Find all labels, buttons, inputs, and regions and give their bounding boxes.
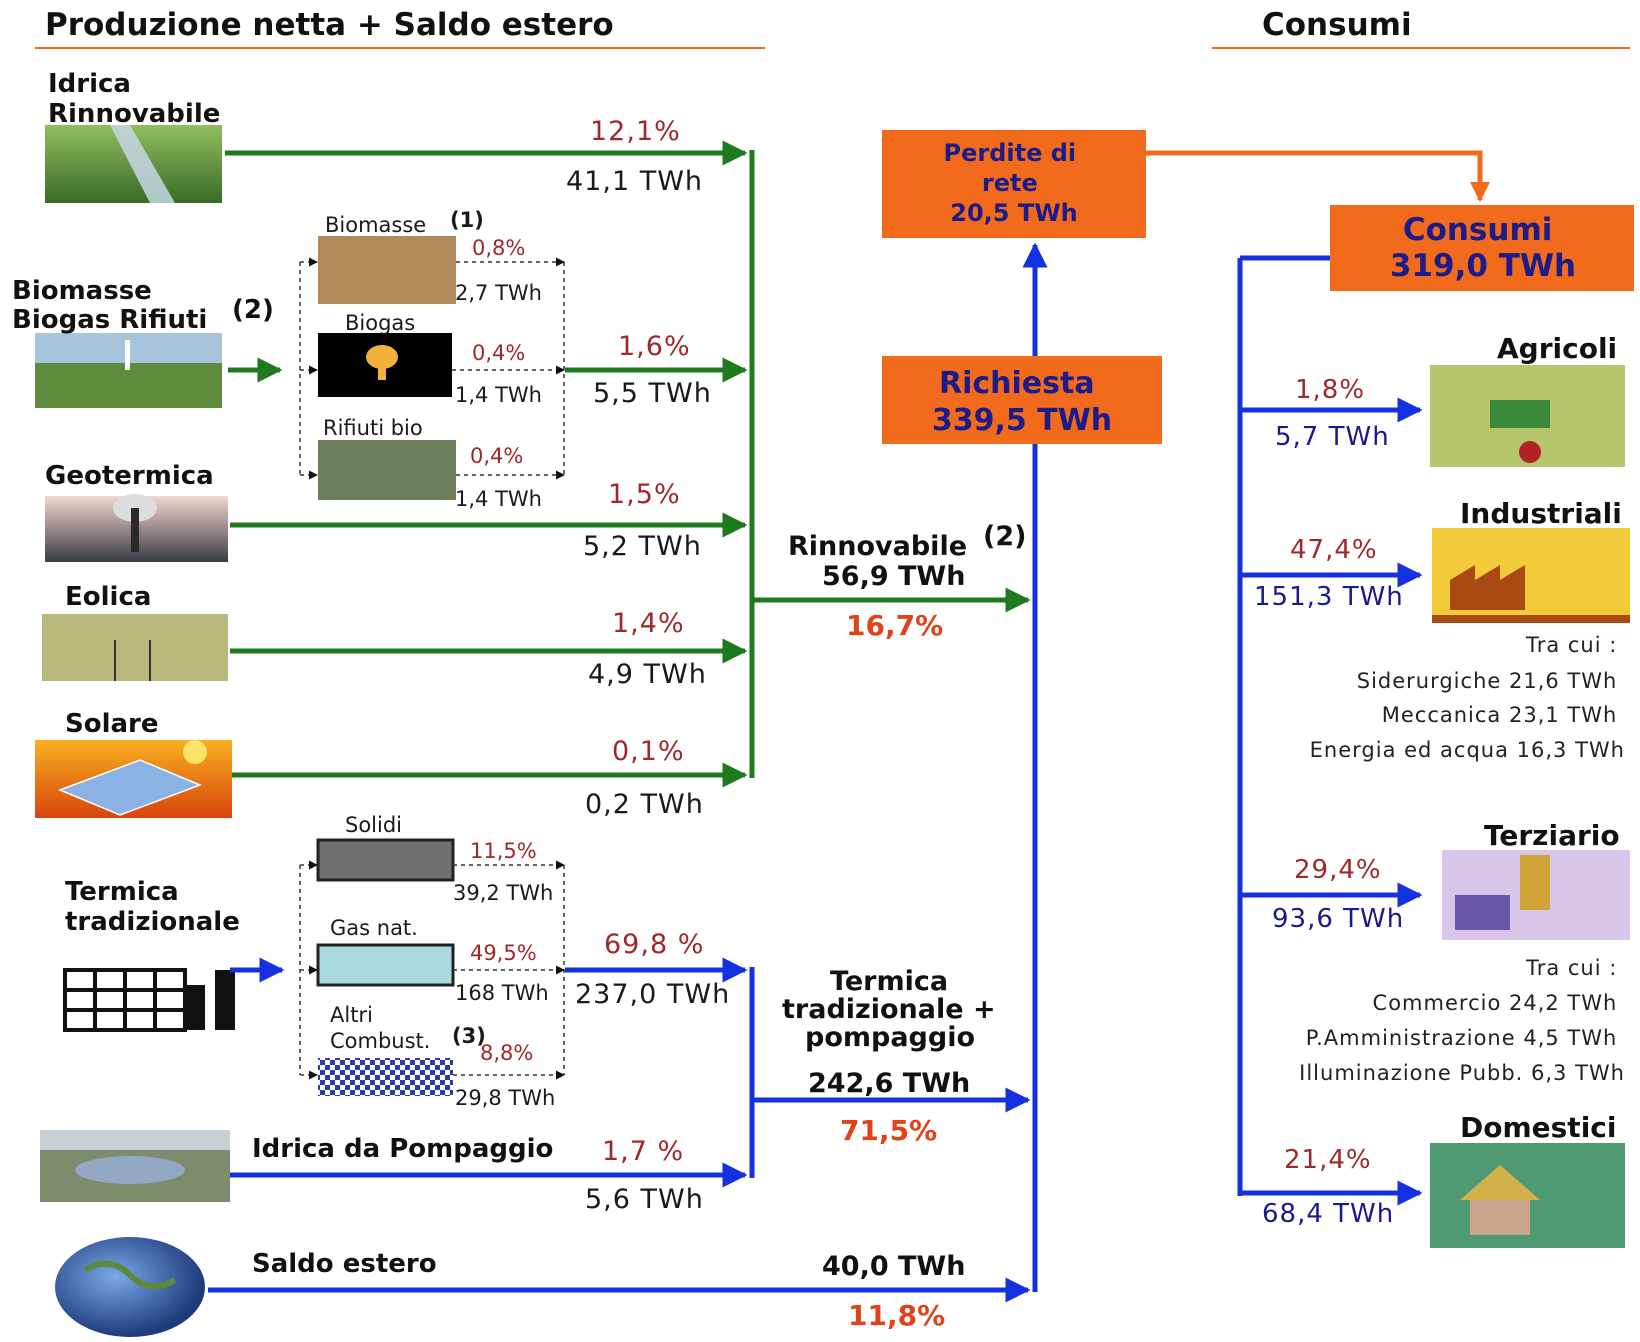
consumer-terziario-pct: 29,4% [1294, 855, 1382, 885]
thermal-sub-label-2: Altri Combust. [330, 1003, 430, 1053]
label-wind: Eolica [65, 582, 151, 612]
consumption-box-text: Consumi 319,0 TWh [1390, 212, 1576, 284]
agriculture-image [1430, 365, 1625, 467]
bio-sub-note-0: (1) [450, 208, 484, 232]
thermal-total-pct: 71,5% [840, 1114, 937, 1147]
biomass-pct: 1,6% [618, 331, 691, 362]
wind-pct: 1,4% [612, 608, 685, 639]
biomass-twh: 5,5 TWh [593, 378, 712, 409]
hydro-image [45, 125, 222, 203]
consumption-box: Consumi 319,0 TWh [1330, 205, 1634, 291]
bio-sub-pct-2: 0,4% [470, 444, 523, 468]
foreign-total-twh: 40,0 TWh [822, 1251, 965, 1282]
foreign-total-pct: 11,8% [848, 1299, 945, 1332]
natural-gas-box [316, 943, 455, 987]
bio-sub-twh-2: 1,4 TWh [455, 487, 542, 511]
bio-sub-pct-1: 0,4% [472, 341, 525, 365]
bio-sub-label-1: Biogas [345, 311, 415, 335]
hydro-twh: 41,1 TWh [566, 166, 703, 197]
renewable-total-pct: 16,7% [846, 609, 943, 642]
renewable-total-label: Rinnovabile [788, 531, 967, 562]
other-fuels-box [318, 1058, 453, 1096]
thermal-sub-twh-1: 168 TWh [455, 981, 549, 1005]
demand-box-text: Richiesta 339,5 TWh [932, 366, 1112, 438]
thermal-sub-label-0: Solidi [345, 813, 402, 837]
consumer-terziario-twh: 93,6 TWh [1272, 904, 1404, 934]
thermal-sub-pct-1: 49,5% [470, 941, 537, 965]
consumer-industriali-details: Tra cui : Siderurgiche 21,6 TWh Meccanic… [1310, 633, 1625, 762]
thermal-total-twh: 242,6 TWh [808, 1068, 970, 1099]
consumer-industriali-twh: 151,3 TWh [1254, 582, 1404, 612]
sub-arrows [300, 257, 565, 1080]
consumer-domestici-twh: 68,4 TWh [1262, 1199, 1394, 1229]
bio-sub-twh-0: 2,7 TWh [455, 281, 542, 305]
solar-pct: 0,1% [612, 736, 685, 767]
consumer-terziario-label: Terziario [1484, 819, 1620, 852]
consumer-industriali-label: Industriali [1460, 497, 1622, 530]
consumer-agricoli-twh: 5,7 TWh [1275, 422, 1390, 452]
wind-image [42, 614, 228, 681]
pumped-hydro-image [40, 1130, 230, 1202]
demand-box: Richiesta 339,5 TWh [882, 356, 1162, 444]
bio-sub-label-0: Biomasse [325, 213, 426, 237]
organic-waste-image [318, 440, 456, 500]
production-header: Produzione netta + Saldo estero [45, 7, 614, 43]
thermal-sub-twh-2: 29,8 TWh [455, 1086, 555, 1110]
biomass-sub-image [318, 236, 456, 304]
solar-twh: 0,2 TWh [585, 789, 704, 820]
solar-image [35, 740, 232, 818]
losses-box: Perdite di rete 20,5 TWh [882, 130, 1146, 238]
loss-flow [1145, 150, 1490, 202]
renewable-flows [225, 140, 1031, 788]
label-solar: Solare [65, 709, 159, 739]
label-thermal: Termica tradizionale [65, 877, 240, 937]
wind-twh: 4,9 TWh [588, 659, 707, 690]
renewable-total-note: (2) [983, 521, 1026, 552]
consumer-industriali-pct: 47,4% [1290, 535, 1378, 565]
thermal-sub-label-1: Gas nat. [330, 916, 418, 940]
solid-fuel-box [316, 838, 455, 882]
thermal-sub-twh-0: 39,2 TWh [453, 881, 553, 905]
consumer-terziario-details: Tra cui : Commercio 24,2 TWh P.Amministr… [1299, 956, 1625, 1085]
biomass-landscape-image [35, 333, 222, 408]
consumer-domestici-pct: 21,4% [1284, 1145, 1372, 1175]
label-hydro: Idrica Rinnovabile [48, 69, 220, 129]
pumped-pct: 1,7 % [602, 1136, 684, 1167]
geothermal-image [45, 494, 228, 562]
label-biomass: Biomasse Biogas Rifiuti [12, 276, 207, 335]
globe-icon [55, 1237, 205, 1337]
industry-image [1432, 528, 1630, 623]
label-pumped-hydro: Idrica da Pompaggio [252, 1134, 553, 1164]
thermal-sub-pct-2: 8,8% [480, 1041, 533, 1065]
bio-sub-label-2: Rifiuti bio [323, 416, 423, 440]
pumped-twh: 5,6 TWh [585, 1184, 704, 1215]
thermal-total-label: Termica tradizionale + pompaggio [782, 966, 1005, 1053]
thermal-sub-pct-0: 11,5% [470, 839, 537, 863]
domestic-image [1430, 1143, 1625, 1248]
geothermal-twh: 5,2 TWh [583, 531, 702, 562]
consumer-domestici-label: Domestici [1460, 1111, 1617, 1144]
thermal-sub-note-2: (3) [452, 1024, 486, 1048]
biogas-flame-image [318, 333, 452, 397]
thermal-pct: 69,8 % [604, 929, 704, 960]
consumption-header: Consumi [1262, 7, 1412, 43]
hydro-pct: 12,1% [590, 116, 681, 147]
consumer-agricoli-pct: 1,8% [1295, 375, 1365, 405]
thermal-twh: 237,0 TWh [575, 979, 730, 1010]
renewable-total-twh: 56,9 TWh [822, 561, 965, 592]
thermal-plant-icon [63, 968, 235, 1032]
bio-sub-pct-0: 0,8% [472, 236, 525, 260]
bio-sub-twh-1: 1,4 TWh [455, 383, 542, 407]
label-foreign-balance: Saldo estero [252, 1249, 437, 1279]
consumer-agricoli-label: Agricoli [1497, 332, 1617, 365]
losses-box-text: Perdite di rete 20,5 TWh [944, 139, 1085, 227]
label-geothermal: Geotermica [45, 461, 214, 491]
biomass-note: (2) [232, 295, 274, 325]
thermal-flows [208, 242, 1423, 1303]
geothermal-pct: 1,5% [608, 479, 681, 510]
tertiary-image [1442, 850, 1630, 940]
